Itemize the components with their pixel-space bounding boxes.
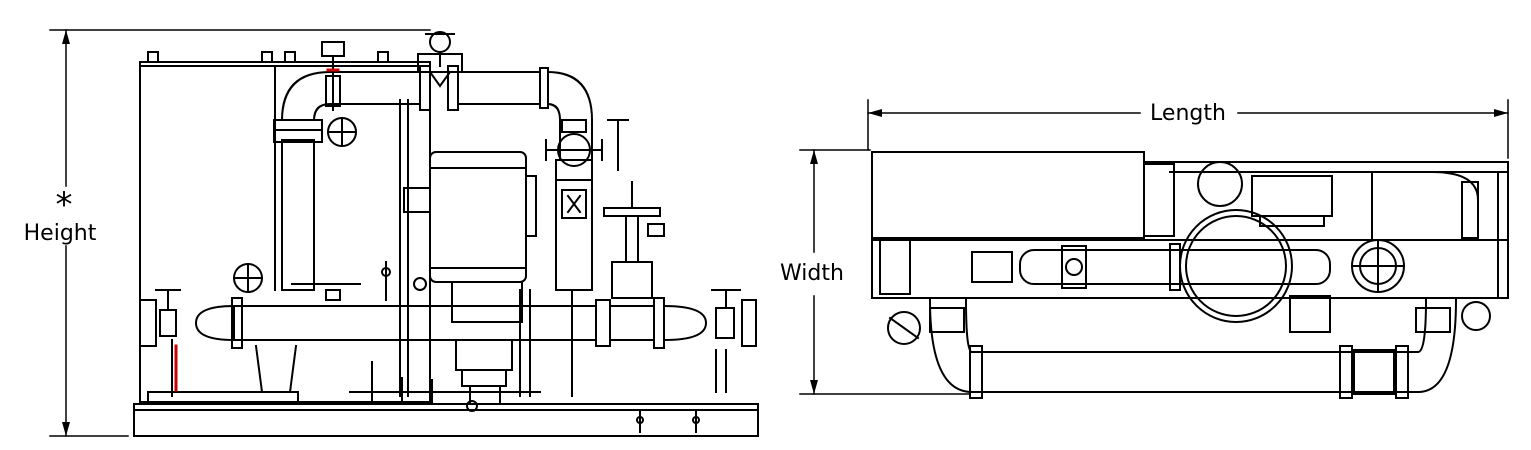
height-label: Height [24,221,97,246]
height-marker: * [56,185,73,225]
length-label: Length [1150,101,1226,126]
length-dimension [867,99,1509,159]
top-pipe [419,65,593,161]
plan-view [799,99,1509,399]
height-dimension [49,29,431,437]
base-skid [133,391,759,437]
width-dimension [799,149,971,395]
right-valve-column [545,119,629,291]
pump [451,281,523,412]
riser-pipe [273,71,421,291]
right-isolation-valve [711,289,741,393]
motor [403,151,537,283]
gauge-valve-top [321,41,357,147]
elevation-view [49,29,759,437]
width-label: Width [780,261,844,286]
plan-return-pipe [928,298,1458,399]
instruments [291,261,541,403]
plan-pipe [879,239,1331,295]
support-legs [254,289,573,397]
control-valve [603,181,665,299]
plan-small-valves [887,170,1491,345]
top-valve [417,31,463,88]
main-header-pipe [139,297,757,349]
plan-handwheel-valve [1351,239,1405,293]
left-isolation-valve [155,263,263,397]
plan-control-panel [871,151,1175,239]
